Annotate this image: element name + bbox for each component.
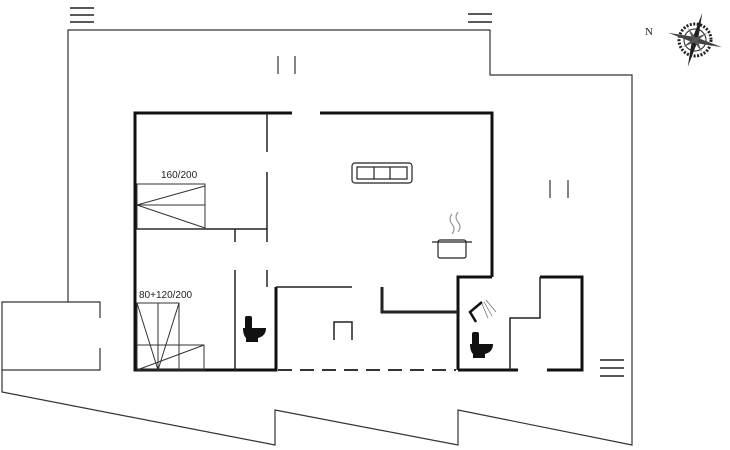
cooking-pot-icon (432, 211, 472, 259)
level-marker-icon (70, 7, 624, 377)
toilet-icon (470, 332, 493, 358)
north-label: N (645, 26, 653, 38)
bed-size-label: 160/200 (161, 170, 198, 181)
window-marks (277, 56, 569, 198)
exterior-walls (133, 111, 584, 372)
terrace-outline (1, 29, 633, 446)
bunk-bed-stairs-icon (136, 302, 205, 371)
shower-icon (468, 299, 497, 323)
double-bed-icon (136, 183, 206, 230)
compass-rose-icon (667, 12, 723, 68)
bed-size-label: 80+120/200 (139, 290, 193, 301)
sofa-icon (351, 162, 413, 184)
toilet-icon (243, 316, 266, 342)
interior-walls (135, 113, 541, 370)
